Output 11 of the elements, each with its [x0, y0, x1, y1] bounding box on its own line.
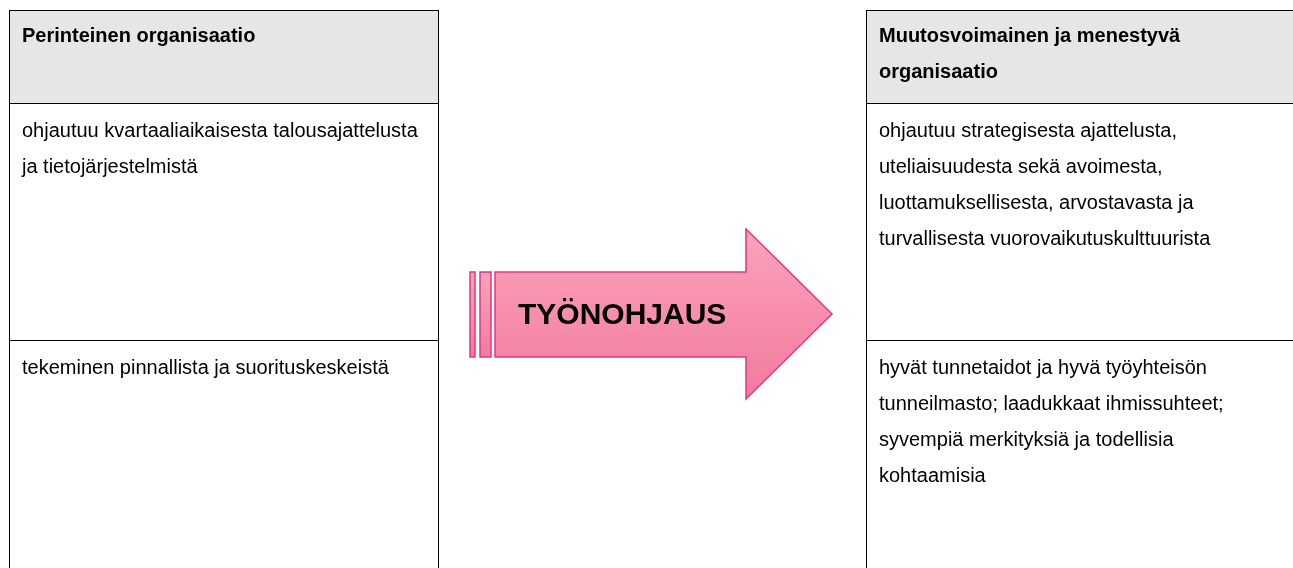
column-heading: Muutosvoimainen ja menestyvä organisaatio — [879, 23, 1182, 84]
column-heading: Perinteinen organisaatio — [22, 23, 257, 48]
cell-text: ohjautuu kvartaaliaikaisesta talousajattelusta ja tietojärjestelmistä — [22, 118, 419, 179]
table-cell — [9, 340, 439, 568]
table-header-cell — [9, 10, 439, 104]
cell-text: ohjautuu strategisesta ajattelusta, uteliaisuudesta sekä avoimesta, luottamuksellisesta, arvostavasta ja turvallisesta vuorovaikutuskulttuurista — [879, 118, 1212, 251]
table-cell — [9, 103, 439, 341]
table-header-cell — [866, 10, 1293, 104]
arrow-label: TYÖNOHJAUS — [518, 296, 727, 332]
cell-text: tekeminen pinnallista ja suorituskeskeistä — [22, 355, 390, 380]
cell-text: hyvät tunnetaidot ja hyvä työyhteisön tunneilmasto; laadukkaat ihmissuhteet; syvempiä merkityksiä ja todellisia kohtaamisia — [879, 355, 1225, 488]
